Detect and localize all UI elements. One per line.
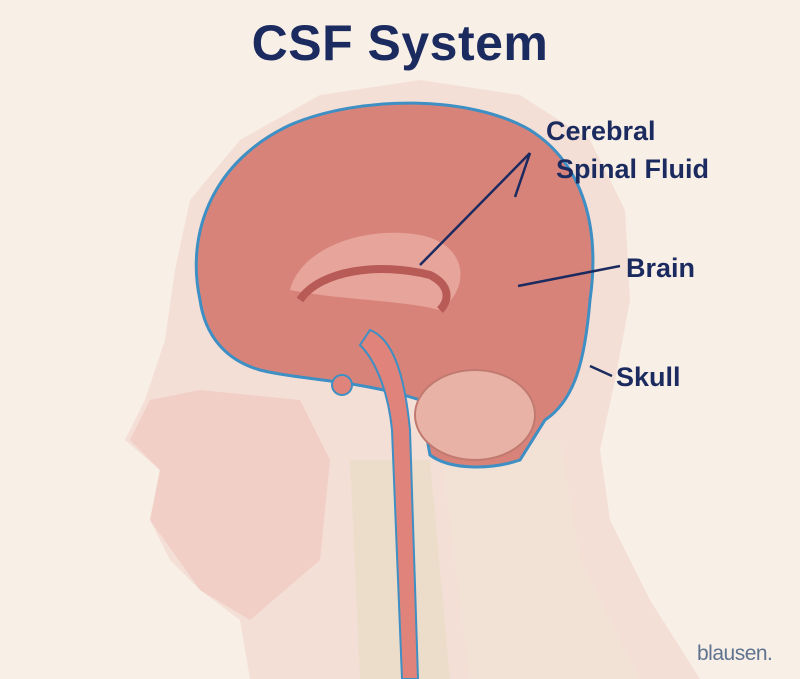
brain-leader <box>517 264 621 288</box>
page-title: CSF System <box>251 15 549 71</box>
label-skull: Skull <box>616 362 681 392</box>
csf-leader-2 <box>513 152 532 198</box>
blausen-logo: blausen. <box>697 642 773 665</box>
face-region <box>130 390 330 620</box>
pituitary <box>331 374 353 396</box>
neck-back <box>440 440 640 679</box>
label-brain: Brain <box>626 253 696 283</box>
cerebellum <box>414 369 536 461</box>
brainstem-spinal-cord <box>358 328 420 679</box>
label-csf-line1: Cerebral <box>546 116 656 146</box>
corpus-callosum <box>296 264 451 313</box>
skull-leader <box>589 364 613 378</box>
csf-leader-1 <box>419 152 531 266</box>
label-csf-line2: Spinal Fluid <box>556 154 709 184</box>
